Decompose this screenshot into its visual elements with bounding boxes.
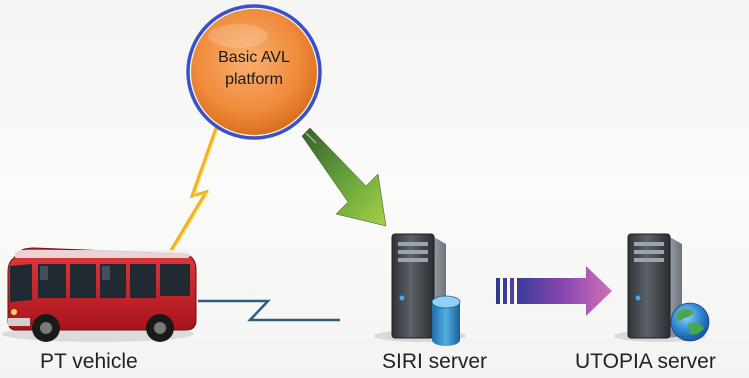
avl-platform-label-line2: platform [225, 71, 283, 88]
wireless-link-vehicle-siri [198, 299, 340, 322]
avl-platform-label: Basic AVL platform [196, 47, 312, 91]
utopia-server-icon [614, 233, 710, 342]
siri-to-utopia-arrow [496, 266, 612, 316]
siri-server-icon [374, 233, 466, 346]
bus-icon [2, 247, 197, 342]
avl-platform-label-line1: Basic AVL [218, 49, 290, 66]
avl-platform-node [186, 4, 322, 140]
wireless-link-vehicle-avl [162, 127, 219, 264]
pt-vehicle-label: PT vehicle [40, 350, 138, 373]
avl-to-siri-arrow [301, 127, 387, 227]
utopia-server-label: UTOPIA server [575, 350, 716, 373]
siri-server-label: SIRI server [382, 350, 488, 373]
